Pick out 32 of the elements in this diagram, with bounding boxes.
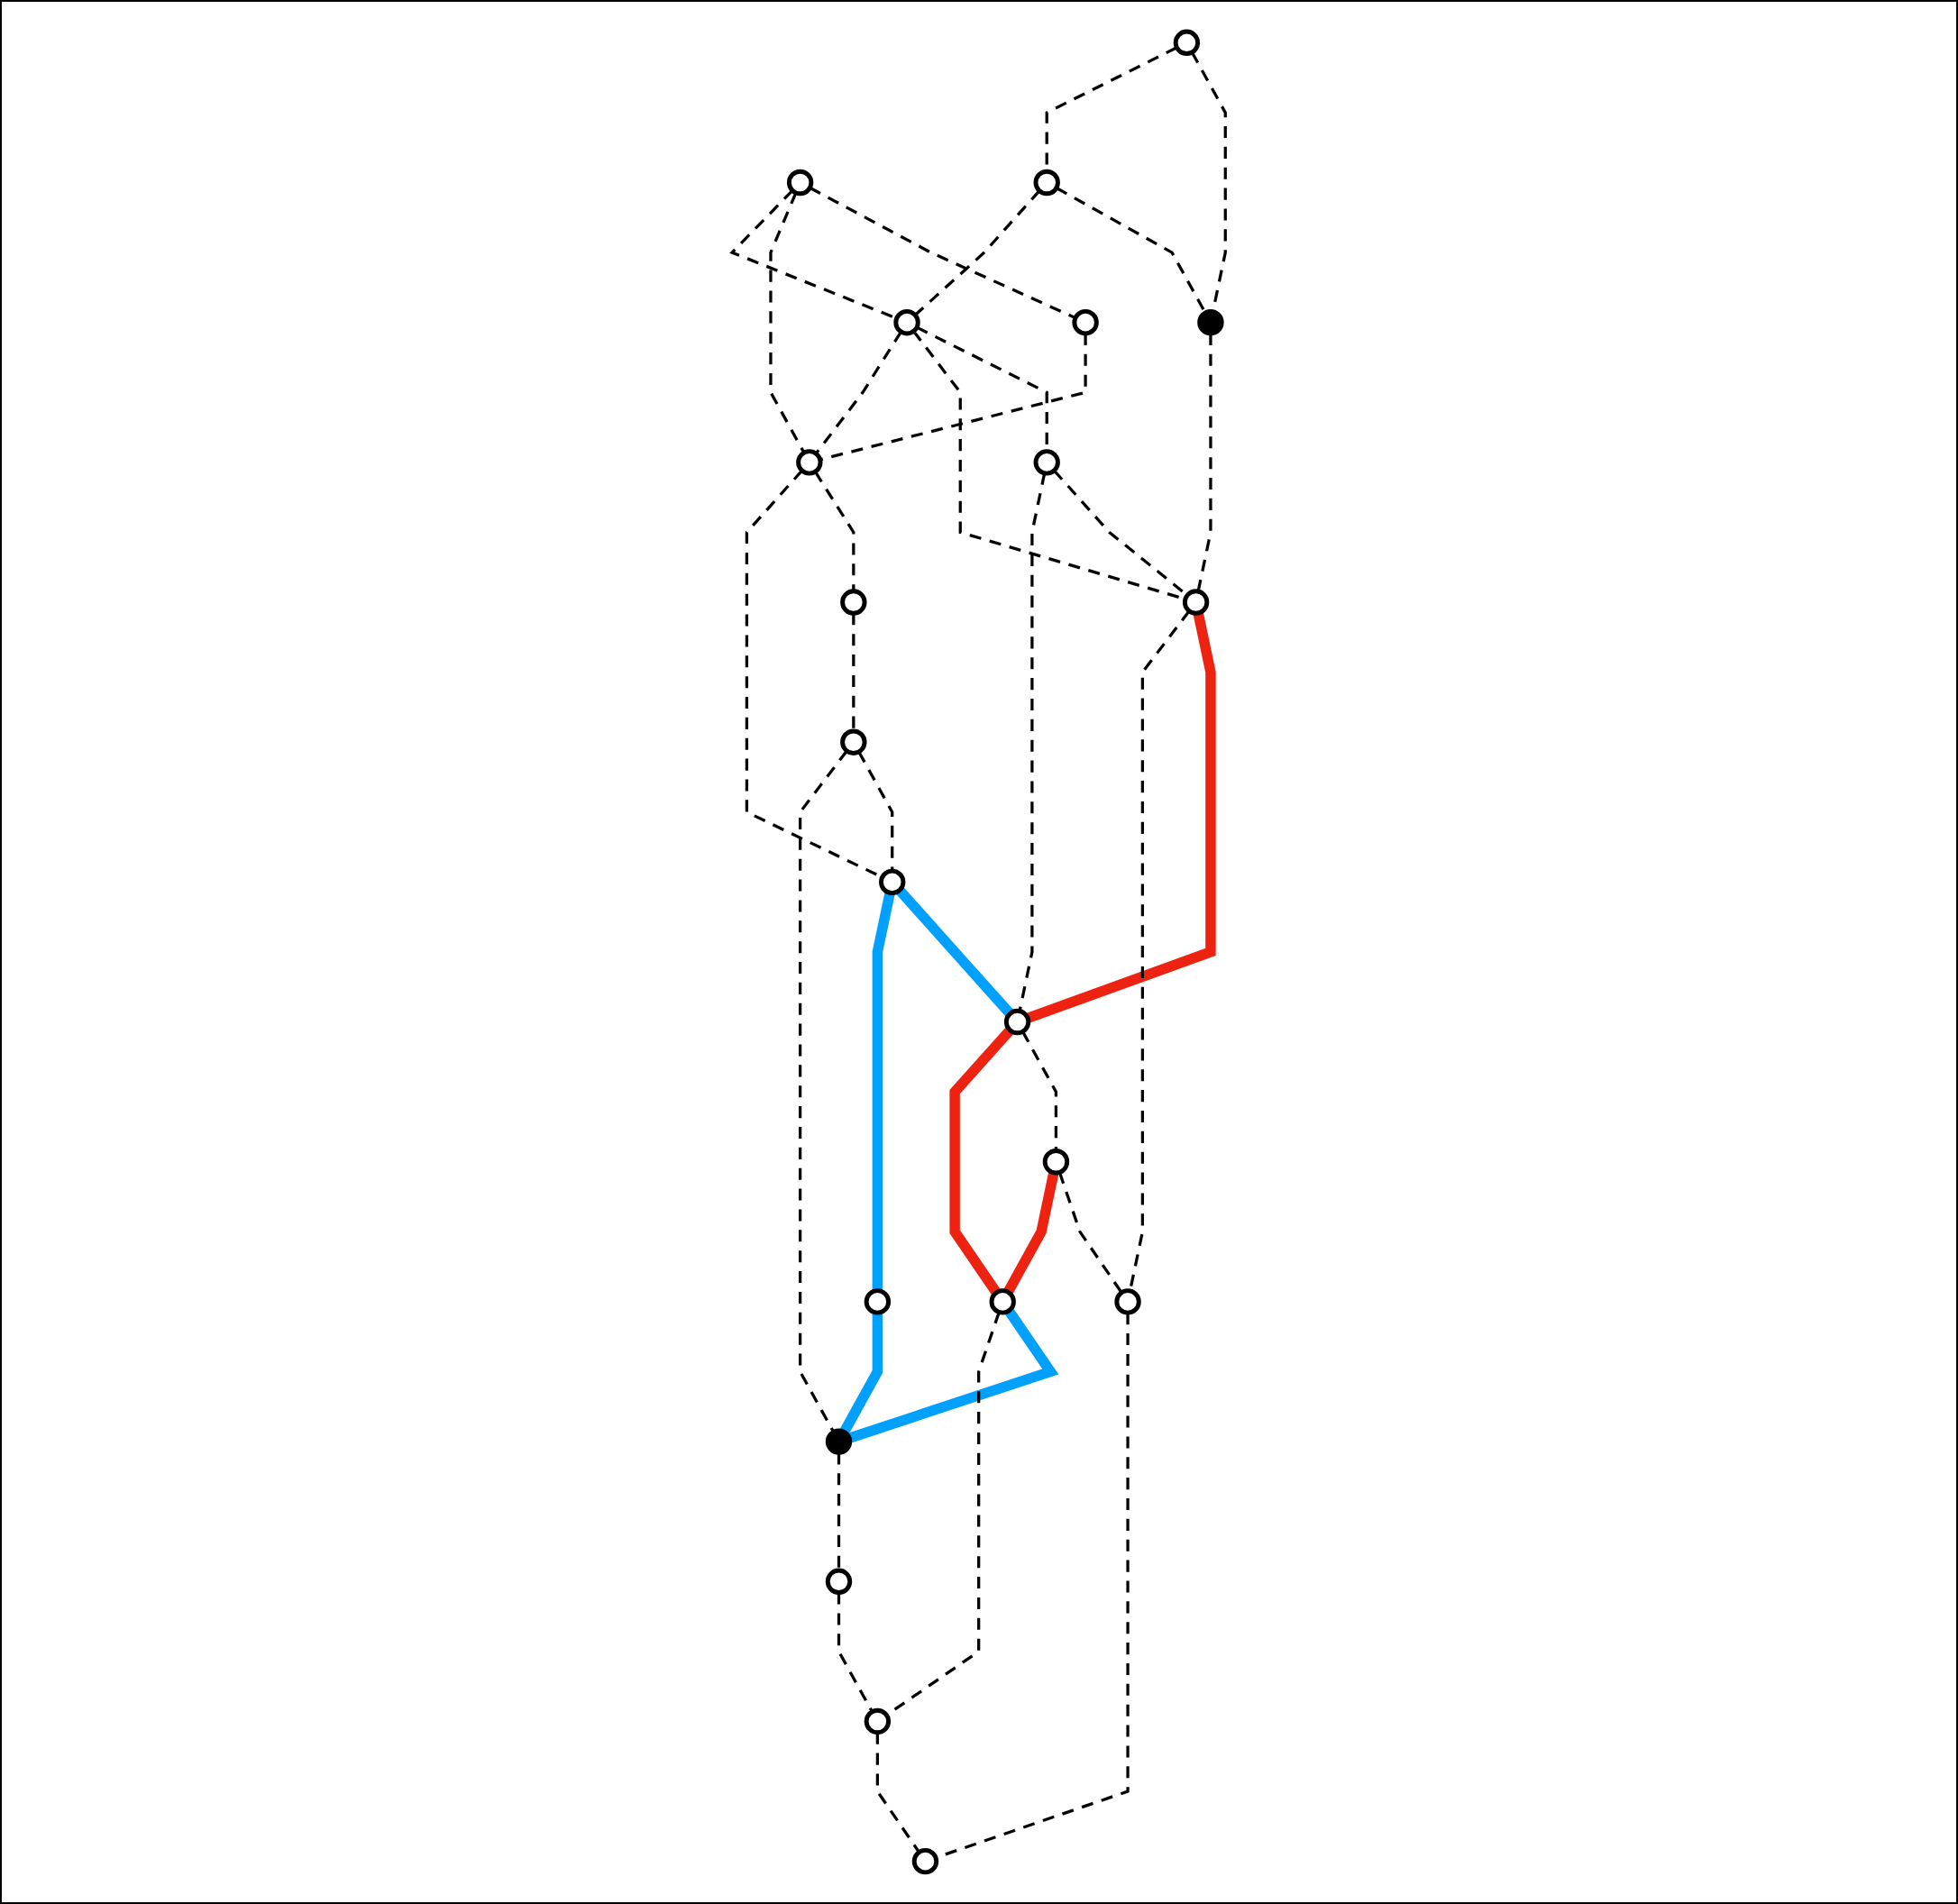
connector [914, 189, 1041, 316]
node-circle [1197, 309, 1224, 336]
node-circle [879, 868, 906, 896]
node-circle [912, 1847, 939, 1875]
node-circle [865, 1707, 892, 1735]
node-circle [1033, 169, 1061, 197]
node-circle [1043, 1149, 1070, 1176]
node-circle [826, 1568, 853, 1595]
node-circle [865, 1288, 892, 1315]
connector [847, 1307, 1059, 1443]
node-circle [989, 1288, 1017, 1315]
connector [1003, 1171, 1059, 1295]
node-circle [1174, 29, 1201, 57]
connector [839, 1313, 883, 1435]
node-circle [893, 309, 921, 336]
connector [895, 886, 1014, 1018]
node-circle [787, 169, 814, 197]
node-circle [1114, 1288, 1142, 1315]
node-circle [1072, 309, 1100, 336]
node-circle [1183, 589, 1210, 616]
connector [769, 192, 806, 453]
node-circle [826, 1428, 853, 1455]
node-circle [796, 449, 823, 476]
connector [1026, 611, 1216, 1023]
connector [799, 749, 849, 1433]
connector [1058, 1171, 1123, 1294]
node-circle [840, 728, 867, 755]
node-circle [840, 589, 867, 616]
node-circle [1033, 449, 1061, 476]
connector [949, 1026, 1014, 1296]
node-circle [1004, 1008, 1031, 1036]
connector [873, 892, 896, 1291]
